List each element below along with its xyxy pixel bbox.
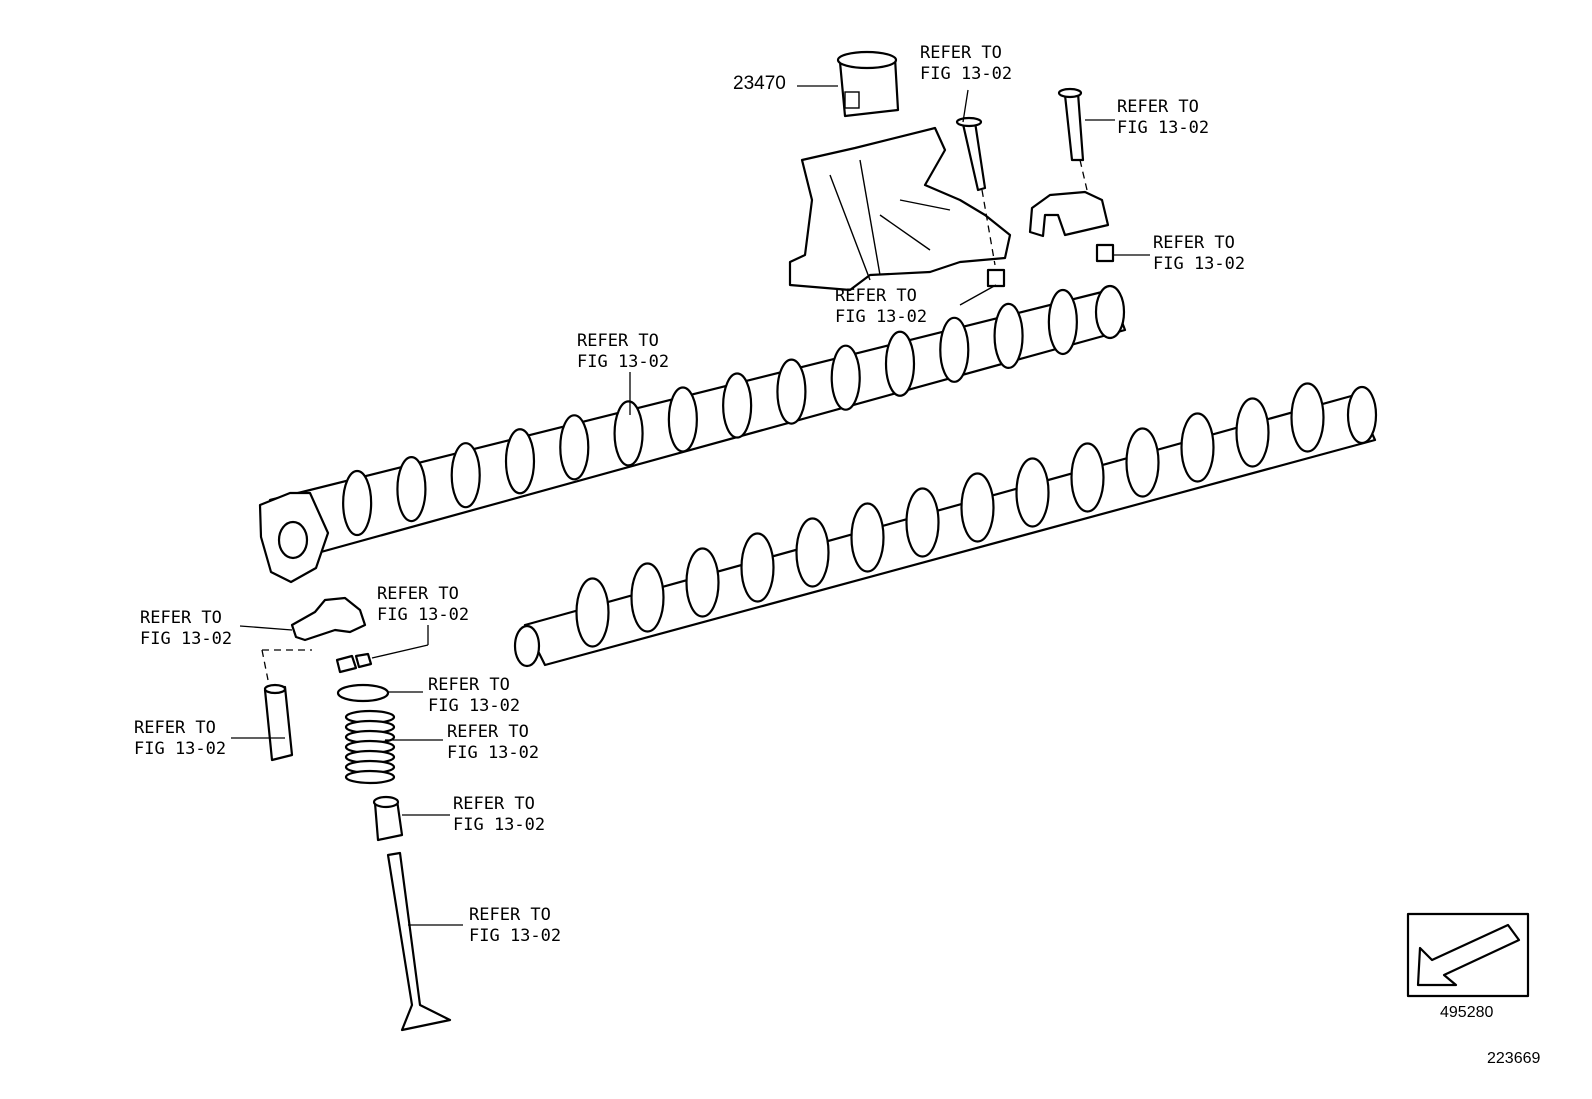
- cam-lobe: [993, 302, 1024, 369]
- cap-bolt-right: [1057, 87, 1088, 191]
- cam-lobe: [1235, 397, 1270, 468]
- cam-lobe: [396, 456, 427, 523]
- cam-lobe: [1047, 288, 1078, 356]
- cam-lobe: [722, 372, 753, 439]
- orientation-code: 495280: [1440, 1004, 1494, 1021]
- cam-lobe: [613, 400, 644, 467]
- cam-lobe: [575, 577, 610, 648]
- valve-keepers: [335, 652, 373, 674]
- diagram-code: 223669: [1487, 1050, 1541, 1067]
- dowel-pin-right: [1095, 243, 1115, 263]
- bearing-cap: [1028, 190, 1110, 238]
- cam-lobe: [776, 358, 807, 425]
- refer-callout-stem-seal[interactable]: REFER TO FIG 13-02: [453, 794, 546, 835]
- cam-lobe: [559, 414, 590, 481]
- cam-lobe: [850, 502, 885, 573]
- spring-retainer: [336, 683, 390, 703]
- lower-camshaft: [513, 382, 1378, 668]
- cam-lobe: [450, 442, 481, 509]
- cam-lobe: [830, 344, 861, 411]
- spring-coil: [344, 769, 396, 785]
- cam-lobe: [939, 316, 970, 383]
- cam-lobe: [1015, 457, 1050, 528]
- dowel-pin-left: [986, 268, 1006, 288]
- valve-spring: [344, 709, 396, 785]
- cam-lobe: [1180, 412, 1215, 483]
- refer-callout-rocker-arm[interactable]: REFER TO FIG 13-02: [140, 608, 233, 649]
- leader-lines: [231, 89, 1150, 926]
- cam-lobe: [1290, 382, 1325, 453]
- cam-lobe: [1070, 442, 1105, 513]
- cam-lobe: [342, 469, 373, 537]
- cam-lobe: [504, 428, 536, 495]
- valve-stem-seal: [372, 795, 404, 842]
- refer-callout-camshaft[interactable]: REFER TO FIG 13-02: [577, 331, 670, 372]
- cam-lobe: [960, 472, 995, 543]
- lash-adjuster: [263, 683, 294, 762]
- refer-callout-spring[interactable]: REFER TO FIG 13-02: [447, 722, 540, 763]
- refer-callout-retainer[interactable]: REFER TO FIG 13-02: [428, 675, 521, 716]
- cam-lobe: [1125, 427, 1160, 498]
- cap-bolt-left: [955, 116, 996, 266]
- cam-lobe: [795, 517, 830, 588]
- refer-callout-bolt-right[interactable]: REFER TO FIG 13-02: [1117, 97, 1210, 138]
- orientation-box: [1406, 912, 1530, 998]
- refer-callout-dowel-left[interactable]: REFER TO FIG 13-02: [835, 286, 928, 327]
- refer-callout-keepers[interactable]: REFER TO FIG 13-02: [377, 584, 470, 625]
- cam-lobe: [630, 562, 665, 633]
- cam-lobe: [905, 487, 940, 558]
- refer-callout-bolt-left[interactable]: REFER TO FIG 13-02: [920, 43, 1013, 84]
- cam-lobe: [685, 547, 720, 618]
- rocker-arm: [261, 596, 367, 681]
- part-number-23470[interactable]: 23470: [733, 73, 786, 94]
- camshaft-housing: [788, 126, 1012, 292]
- arrow-down-left-icon: [1416, 923, 1521, 987]
- upper-camshaft: [258, 284, 1127, 584]
- refer-callout-lash-adjuster[interactable]: REFER TO FIG 13-02: [134, 718, 227, 759]
- cam-lobe: [667, 386, 698, 453]
- part-23470-bushing: [797, 50, 900, 118]
- cam-lobe: [740, 532, 775, 603]
- valve: [386, 851, 452, 1032]
- cam-lobe: [884, 330, 916, 397]
- refer-callout-dowel-right[interactable]: REFER TO FIG 13-02: [1153, 233, 1246, 274]
- refer-callout-valve[interactable]: REFER TO FIG 13-02: [469, 905, 562, 946]
